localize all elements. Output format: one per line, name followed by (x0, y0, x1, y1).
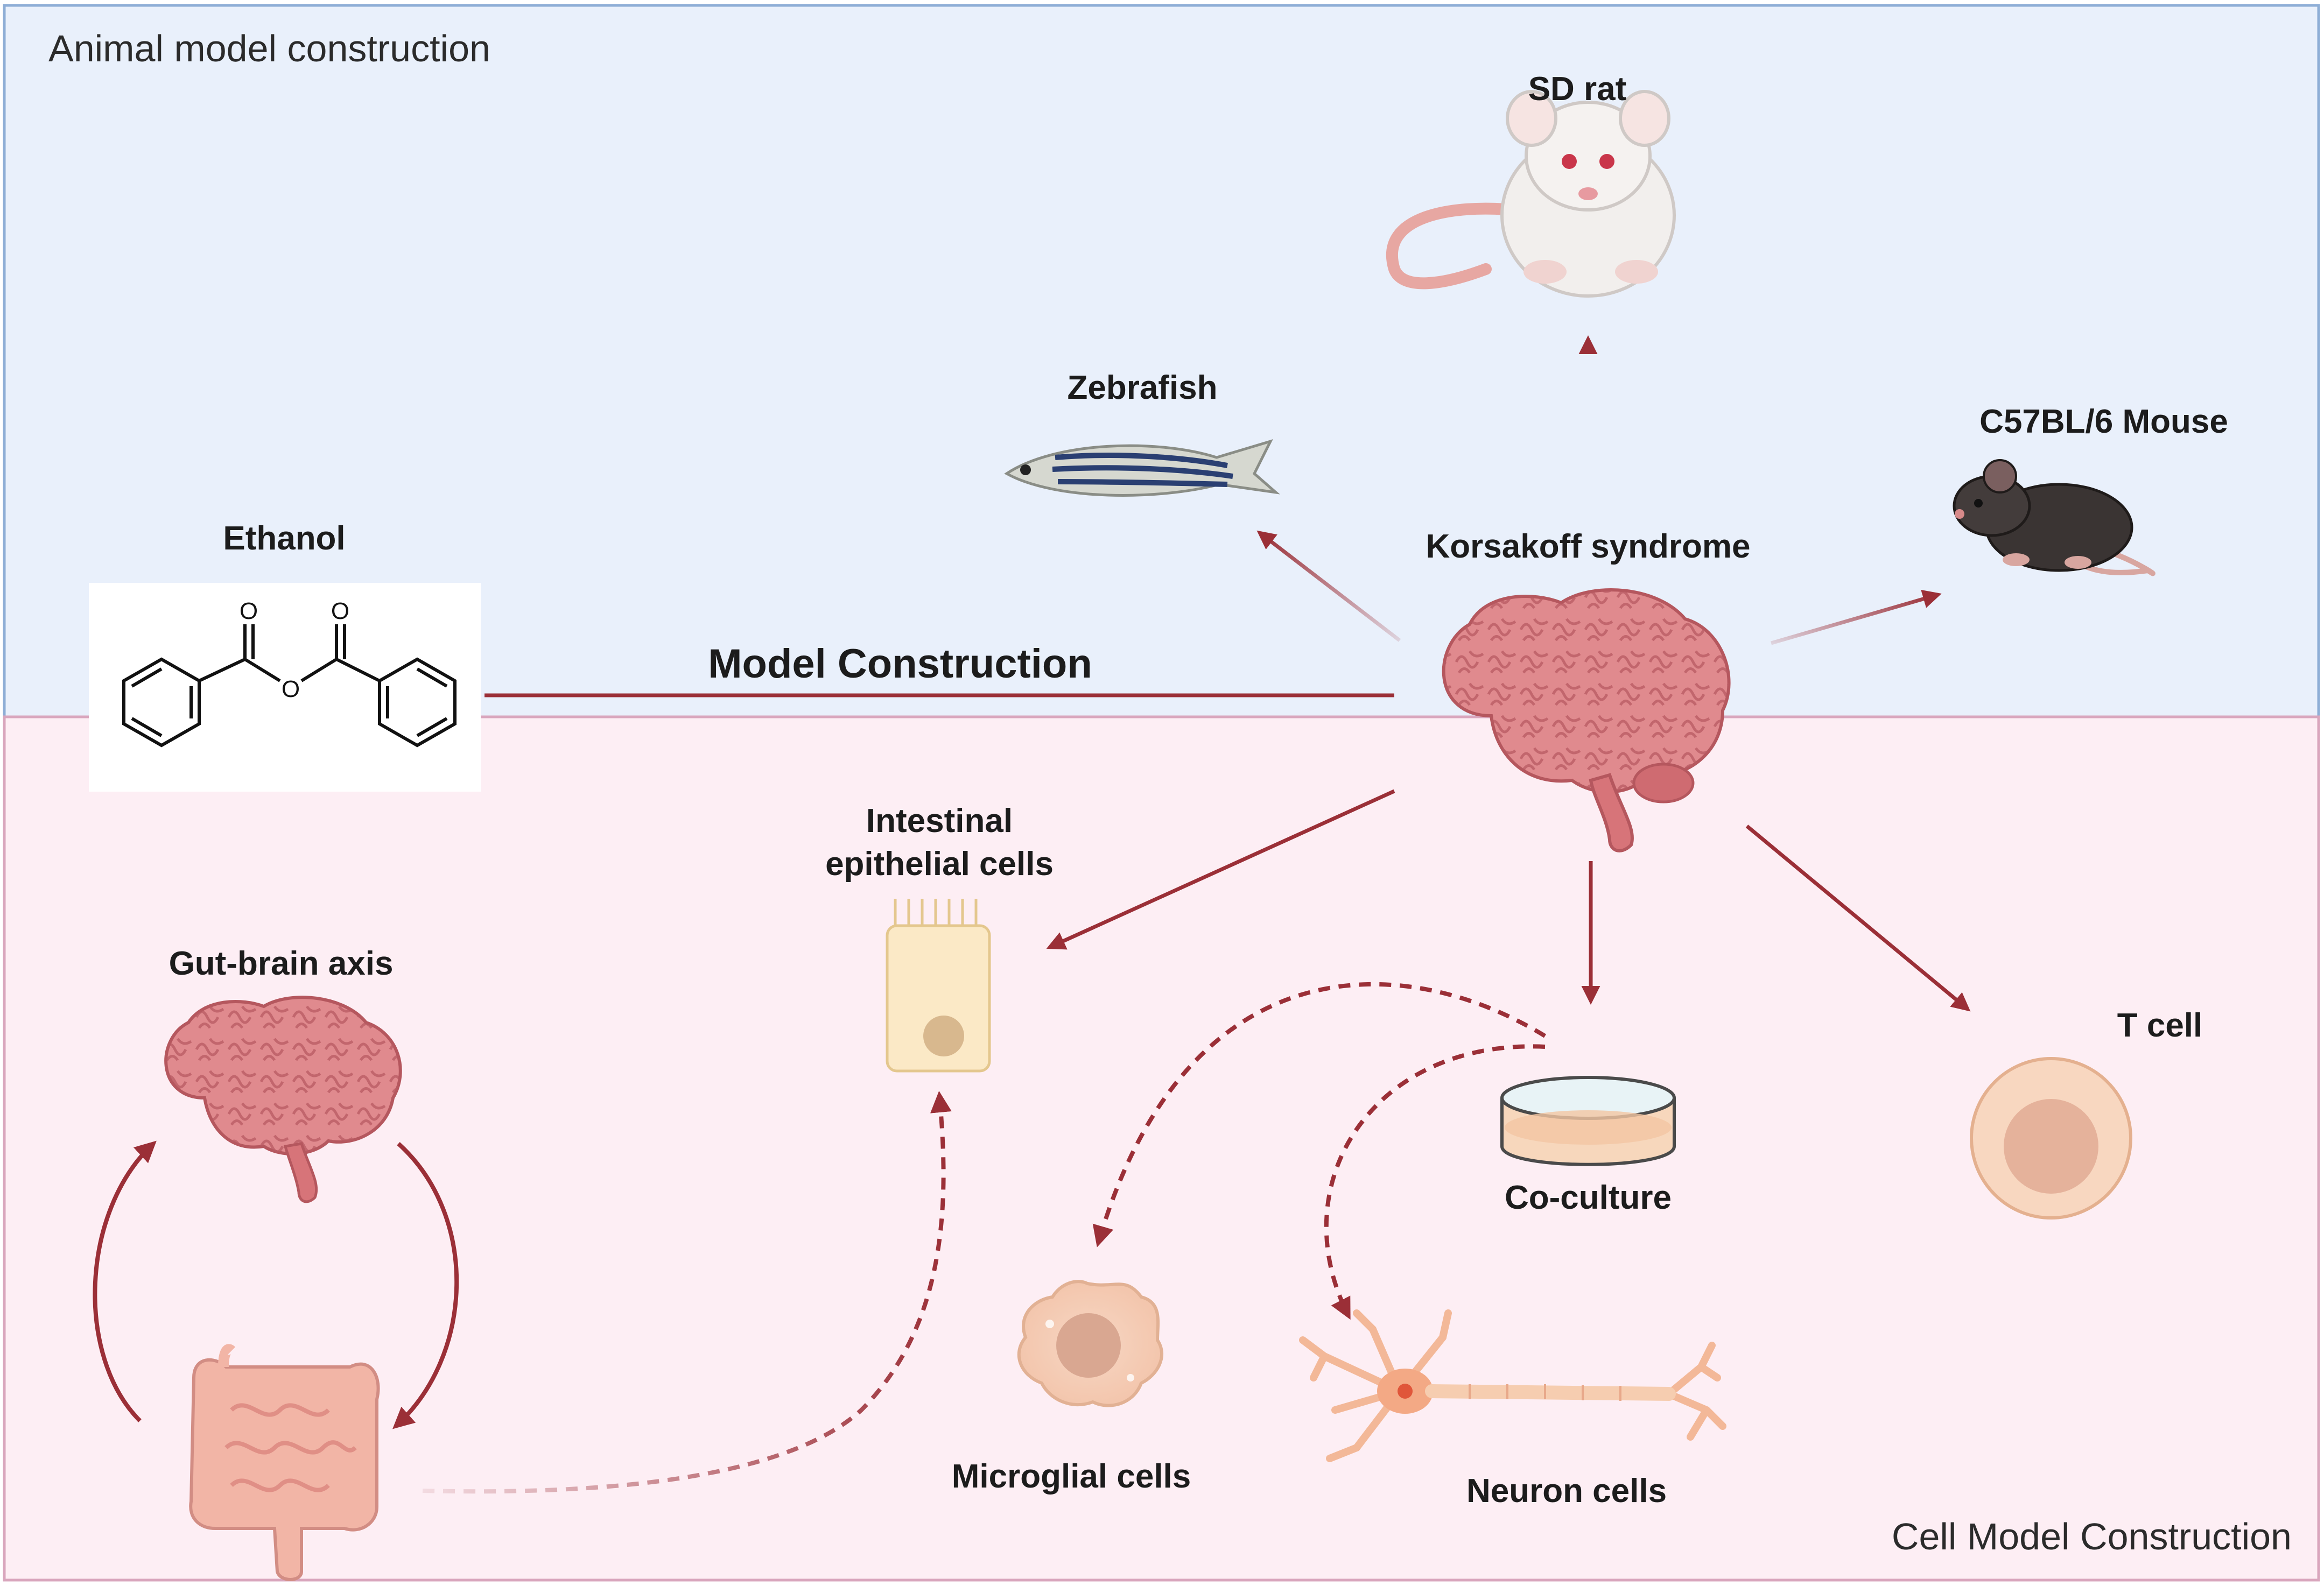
arrow-to-mouse (1771, 590, 1942, 645)
ethanol-label: Ethanol (223, 520, 346, 557)
zebrafish-label: Zebrafish (1067, 369, 1218, 406)
coculture-label: Co-culture (1505, 1179, 1672, 1216)
gut-brain-small-brain-icon (164, 996, 402, 1203)
cell-model-region (3, 715, 2320, 1582)
arrow-to-zebrafish (1256, 530, 1401, 642)
sd-rat-label: SD rat (1528, 71, 1627, 108)
dashed-arrow-to-microglia (1092, 982, 1547, 1247)
tcell-label: T cell (2117, 1007, 2203, 1044)
korsakoff-label: Korsakoff syndrome (1426, 528, 1751, 565)
gut-to-brain-arrow (93, 1140, 157, 1422)
oxygen-atom-2: O (331, 598, 349, 624)
dashed-arrow-gut-to-intestinal (422, 1091, 952, 1494)
c57-mouse-icon (1953, 459, 2156, 576)
central-brain-icon (1442, 588, 1731, 852)
brain-to-gut-arrow (392, 1142, 459, 1429)
ethanol-structure (89, 583, 481, 792)
cell-model-title: Cell Model Construction (1891, 1516, 2292, 1557)
oxygen-atom-3: O (282, 676, 300, 702)
oxygen-atom-1: O (240, 598, 258, 624)
neuron-icon (1299, 1309, 1726, 1462)
microglial-label: Microglial cells (951, 1458, 1191, 1495)
model-construction-label: Model Construction (708, 641, 1092, 687)
neuron-label: Neuron cells (1466, 1472, 1667, 1510)
arrow-to-tcell (1745, 824, 1971, 1012)
intestinal-epithelial-cell-icon (886, 899, 991, 1073)
intestinal-label-line2: epithelial cells (825, 845, 1054, 883)
dashed-arrow-to-neuron (1324, 1044, 1546, 1320)
zebrafish-icon (1004, 439, 1280, 497)
t-cell-icon (1970, 1057, 2132, 1220)
gut-brain-axis-label: Gut-brain axis (168, 945, 394, 982)
coculture-dish-icon (1500, 1076, 1676, 1166)
arrow-to-intestinal (1046, 789, 1395, 950)
microglial-cell-icon (1017, 1280, 1164, 1407)
sd-rat-icon (1386, 90, 1676, 298)
gut-icon (189, 1344, 380, 1581)
intestinal-label-line1: Intestinal (866, 802, 1013, 840)
animal-model-title: Animal model construction (48, 27, 490, 69)
mouse-label: C57BL/6 Mouse (1979, 403, 2228, 440)
